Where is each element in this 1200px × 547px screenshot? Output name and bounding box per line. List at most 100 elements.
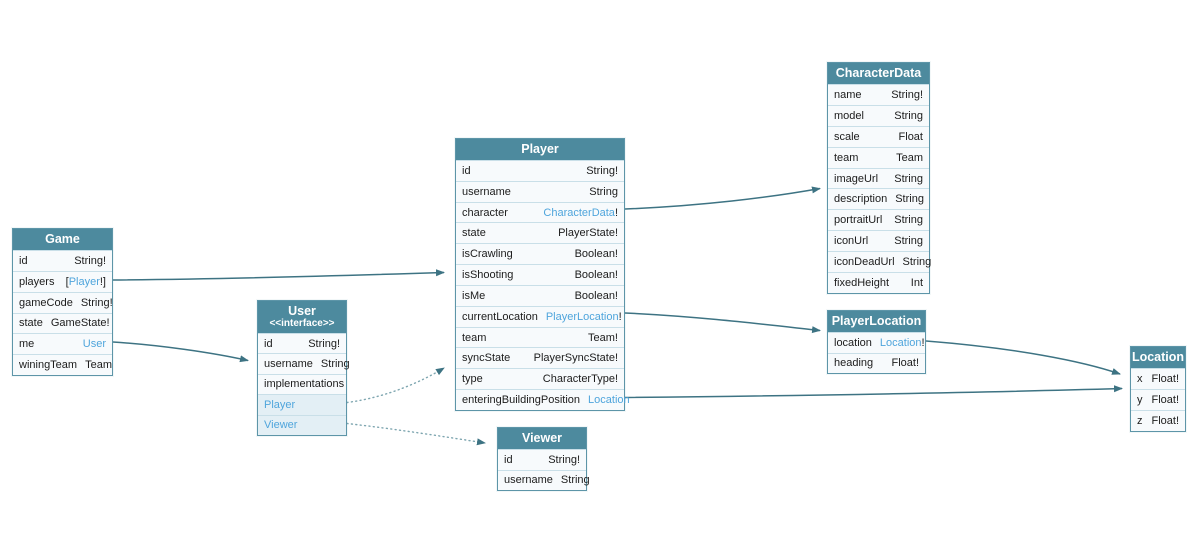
type-link[interactable]: Location [879, 336, 922, 349]
field-type: Boolean! [575, 269, 618, 281]
type-link[interactable]: Player [68, 275, 100, 288]
field-row-characterdata-imageUrl[interactable]: imageUrl String [828, 167, 929, 189]
field-row-user-Viewer[interactable]: Viewer [258, 414, 346, 435]
field-row-characterdata-portraitUrl[interactable]: portraitUrl String [828, 209, 929, 230]
field-row-player-type[interactable]: type CharacterType! [456, 368, 624, 389]
implementation-type-link[interactable]: Player [264, 398, 296, 411]
type-text: Float [898, 130, 923, 143]
field-type: Float! [1151, 394, 1179, 406]
field-type: String [894, 173, 923, 185]
type-link[interactable]: User [82, 338, 106, 351]
edge-Player-character-to-CharacterData [624, 186, 821, 210]
table-header-playerlocation[interactable]: PlayerLocation [828, 311, 925, 332]
table-title: Viewer [521, 431, 563, 446]
field-name: me [19, 338, 35, 351]
field-type: Boolean! [575, 290, 618, 302]
field-type: Float! [891, 357, 919, 369]
type-link[interactable]: Location [588, 394, 630, 407]
type-text: String [895, 193, 924, 206]
implementation-type-link[interactable]: Viewer [264, 419, 298, 432]
field-row-game-me[interactable]: me User [13, 333, 112, 354]
table-header-characterdata[interactable]: CharacterData [828, 63, 929, 84]
field-type: PlayerState! [558, 227, 618, 239]
field-row-characterdata-iconUrl[interactable]: iconUrl String [828, 230, 929, 251]
field-name: description [834, 193, 888, 206]
table-subtitle: <<interface>> [269, 318, 335, 330]
type-text: String! [548, 453, 580, 466]
field-name: iconUrl [834, 235, 869, 248]
field-type: [Player!] [66, 276, 106, 288]
field-row-game-players[interactable]: players[Player!] [13, 270, 112, 292]
type-text: Boolean! [574, 289, 618, 302]
type-text: CharacterType! [542, 373, 618, 386]
type-text: String [320, 358, 350, 371]
field-name: type [462, 373, 483, 386]
table-title: Location [1131, 350, 1185, 365]
field-name: imageUrl [834, 172, 879, 185]
field-row-characterdata-description[interactable]: description String [828, 188, 929, 209]
table-header-player[interactable]: Player [456, 139, 624, 160]
field-name: id [462, 164, 471, 177]
table-title: Game [45, 232, 80, 247]
type-text: GameState! [50, 317, 110, 330]
field-type: String [894, 214, 923, 226]
table-header-location[interactable]: Location [1131, 347, 1185, 368]
type-link[interactable]: PlayerLocation [545, 310, 619, 323]
field-row-user-Player[interactable]: Player [258, 394, 346, 415]
edge-Game-players-to-Player [112, 269, 445, 281]
field-name: portraitUrl [834, 214, 883, 227]
table-header-user[interactable]: User<<interface>> [258, 301, 346, 333]
field-name: gameCode [19, 296, 73, 309]
field-row-user-implementations[interactable]: implementations [258, 373, 346, 394]
type-text: ! [618, 310, 622, 323]
field-type: Location! [880, 337, 925, 349]
field-name: character [462, 206, 508, 219]
table-header-viewer[interactable]: Viewer [498, 428, 586, 449]
field-type: String [894, 235, 923, 247]
type-text: Team [85, 359, 112, 372]
field-type: PlayerLocation! [546, 311, 622, 323]
type-link[interactable]: CharacterData [543, 206, 615, 219]
field-name: id [264, 337, 273, 350]
field-type: GameState! [51, 317, 110, 329]
table-header-game[interactable]: Game [13, 229, 112, 250]
field-type: String! [548, 454, 580, 466]
